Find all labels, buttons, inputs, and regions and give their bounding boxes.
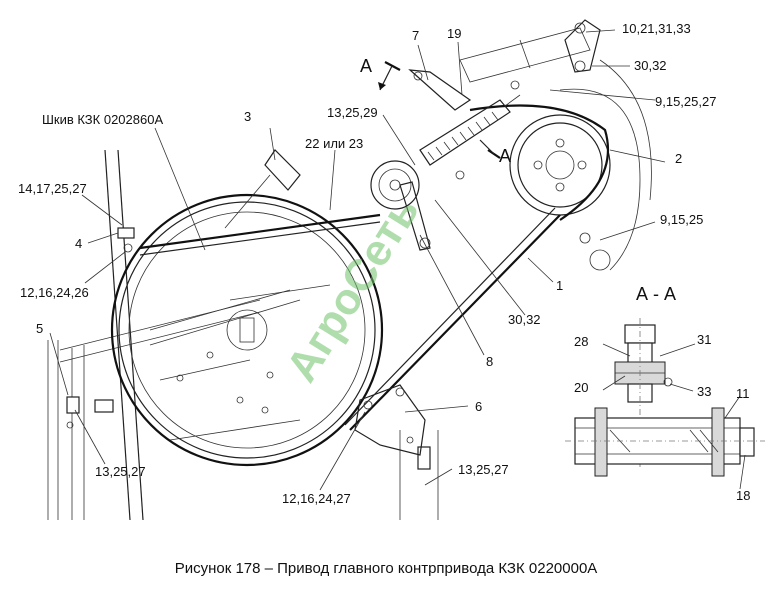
label-2: 2 (675, 151, 682, 166)
label-13-25-27-right: 13,25,27 (458, 462, 509, 477)
label-6: 6 (475, 399, 482, 414)
section-cut-marks (378, 61, 501, 159)
label-1: 1 (556, 278, 563, 293)
label-18: 18 (736, 488, 750, 503)
section-mark-a-top: А (360, 56, 372, 76)
label-11: 11 (736, 386, 750, 401)
label-4: 4 (75, 236, 82, 251)
callout-labels: 10,21,31,33 19 7 30,32 9,15,25,27 13,25,… (18, 21, 750, 506)
tensioner-assembly (370, 69, 521, 251)
label-30-32-mid: 30,32 (508, 312, 541, 327)
label-22-or-23: 22 или 23 (305, 136, 363, 151)
label-5: 5 (36, 321, 43, 336)
label-12-16-24-26: 12,16,24,26 (20, 285, 89, 300)
label-31: 31 (697, 332, 711, 347)
label-30-32-top: 30,32 (634, 58, 667, 73)
label-14-17-25-27: 14,17,25,27 (18, 181, 87, 196)
figure-caption: Рисунок 178 – Привод главного контрприво… (175, 560, 598, 577)
label-20: 20 (574, 380, 588, 395)
leader-lines (49, 29, 746, 491)
top-bracket (459, 19, 652, 271)
label-8: 8 (486, 354, 493, 369)
label-10-21-31-33: 10,21,31,33 (622, 21, 691, 36)
pulley-2 (509, 114, 611, 271)
label-19: 19 (447, 26, 461, 41)
label-pulley: Шкив КЗК 0202860А (42, 112, 163, 127)
section-mark-a-mid: А (499, 146, 511, 166)
belt (139, 104, 610, 431)
label-7: 7 (412, 28, 419, 43)
label-33: 33 (697, 384, 711, 399)
part-3-bracket (224, 149, 301, 229)
label-9-15-25-27: 9,15,25,27 (655, 94, 716, 109)
left-bolts (94, 227, 135, 413)
label-9-15-25: 9,15,25 (660, 212, 703, 227)
label-12-16-24-27: 12,16,24,27 (282, 491, 351, 506)
label-3: 3 (244, 109, 251, 124)
frame-structure (47, 149, 439, 521)
label-13-25-27-left: 13,25,27 (95, 464, 146, 479)
tension-spring (419, 80, 521, 166)
section-a-a (565, 318, 765, 477)
label-13-25-29: 13,25,29 (327, 105, 378, 120)
label-28: 28 (574, 334, 588, 349)
section-title-a-a: А - А (636, 284, 676, 304)
